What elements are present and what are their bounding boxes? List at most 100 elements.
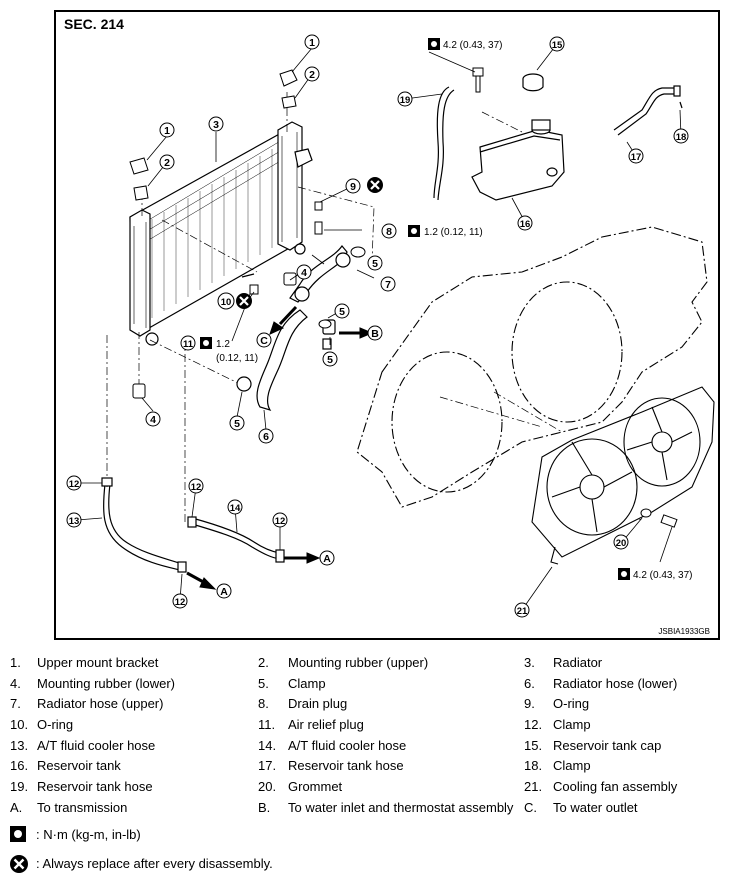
torque-text-relief-units: (0.12, 11) [216, 353, 258, 364]
legend-number: 9. [524, 696, 535, 712]
callout-15: 15 [549, 36, 565, 52]
svg-text:13: 13 [69, 516, 80, 527]
svg-text:3: 3 [213, 119, 219, 131]
legend-text: Drain plug [288, 696, 348, 712]
callout-12c: 12 [272, 512, 288, 528]
legend-number: 2. [258, 655, 269, 670]
svg-text:4: 4 [150, 414, 156, 426]
callout-14: 14 [227, 499, 243, 515]
svg-text:6: 6 [263, 431, 269, 443]
legend-text: Mounting rubber (upper) [288, 655, 429, 670]
legend-text: Mounting rubber (lower) [37, 675, 176, 691]
legend-number: 3. [524, 655, 535, 670]
legend-number: 16. [10, 758, 29, 774]
legend-number: 4. [10, 675, 21, 691]
legend-text: Clamp [288, 675, 326, 691]
svg-text:7: 7 [385, 279, 391, 291]
torque-text-drain: 1.2 (0.12, 11) [424, 227, 483, 238]
figure-code: JSBIA1933GB [658, 627, 710, 636]
callout-5c: 5 [322, 351, 338, 367]
callout-21: 21 [514, 602, 530, 618]
legend-text: To water inlet and thermostat assembly [288, 799, 514, 815]
legend-number: 7. [10, 696, 21, 712]
torque-icon [10, 826, 26, 842]
legend-number: A. [10, 799, 23, 815]
legend-number: 13. [10, 737, 29, 753]
svg-text:18: 18 [676, 132, 687, 143]
callout-13: 13 [66, 512, 82, 528]
section-label: SEC. 214 [64, 16, 124, 32]
reservoir-tank [471, 119, 565, 201]
legend-text: To transmission [37, 799, 128, 815]
legend-text: O-ring [553, 696, 590, 712]
upper-mount-bracket-right [279, 69, 298, 109]
callout-12a: 12 [66, 475, 82, 491]
callout-8: 8 [381, 223, 397, 239]
replace-icon [10, 855, 28, 873]
svg-text:10: 10 [221, 297, 232, 308]
legend-number: 20. [258, 779, 277, 795]
callout-18: 18 [673, 128, 689, 144]
svg-text:20: 20 [616, 538, 627, 549]
callout-12b: 12 [188, 478, 204, 494]
upper-mount-bracket-left [129, 157, 149, 201]
replace-note-text: : Always replace after every disassembly… [36, 856, 273, 871]
svg-text:16: 16 [520, 219, 531, 230]
legend-text: To water outlet [553, 799, 638, 815]
cooling-fan-assembly [356, 226, 715, 565]
svg-text:2: 2 [309, 69, 315, 81]
callout-19: 19 [397, 91, 413, 107]
legend-number: 12. [524, 717, 543, 733]
legend-text: Grommet [288, 779, 343, 795]
svg-text:14: 14 [230, 503, 241, 514]
callout-B: B [367, 325, 383, 341]
callout-17: 17 [628, 148, 644, 164]
reservoir-tank-hose-19 [433, 86, 455, 201]
svg-text:1: 1 [309, 37, 315, 49]
svg-text:12: 12 [275, 516, 286, 527]
callout-9: 9 [345, 178, 361, 194]
svg-text:8: 8 [386, 226, 392, 238]
legend-number: 21. [524, 779, 543, 795]
callout-A2: A [216, 583, 232, 599]
svg-text:B: B [371, 328, 379, 340]
callout-C: C [256, 332, 272, 348]
callout-16: 16 [517, 215, 533, 231]
torque-text-reservoir: 4.2 (0.43, 37) [443, 40, 502, 51]
callout-labels: 1 2 3 1 2 9 8 5 4 7 10 5 C 11 B 5 4 5 6 … [66, 34, 689, 618]
callout-7: 7 [380, 276, 396, 292]
legend-text: Clamp [553, 758, 591, 774]
radiator-hose-upper [289, 245, 351, 303]
callout-20: 20 [613, 534, 629, 550]
legend-text: Radiator hose (lower) [553, 675, 678, 691]
svg-text:12: 12 [191, 482, 202, 493]
torque-text-relief-value: 1.2 [216, 339, 230, 350]
svg-text:C: C [260, 335, 268, 347]
legend-text: Upper mount bracket [37, 655, 159, 670]
legend-number: 5. [258, 675, 269, 691]
legend-text: Radiator hose (upper) [37, 696, 164, 712]
svg-text:12: 12 [175, 597, 186, 608]
callout-4a: 4 [296, 264, 312, 280]
at-fluid-cooler-hoses [101, 477, 285, 573]
callout-10: 10 [217, 292, 235, 310]
legend-text: O-ring [37, 717, 74, 733]
svg-text:5: 5 [234, 418, 240, 430]
mounting-rubber-lower [132, 272, 297, 399]
callout-A1: A [319, 550, 335, 566]
callout-4b: 4 [145, 411, 161, 427]
diagram-frame: SEC. 214 [54, 10, 720, 640]
reservoir-tank-cap [522, 73, 544, 92]
replace-symbol-9 [367, 177, 383, 193]
svg-text:A: A [220, 586, 228, 598]
legend-text: Air relief plug [288, 717, 364, 733]
svg-text:19: 19 [400, 95, 411, 106]
legend-number: 10. [10, 717, 29, 733]
svg-text:21: 21 [517, 606, 528, 617]
exploded-view-diagram: 1 2 3 1 2 9 8 5 4 7 10 5 C 11 B 5 4 5 6 … [66, 34, 715, 618]
legend-text: Radiator [553, 655, 603, 670]
torque-symbol-reservoir [428, 38, 440, 50]
